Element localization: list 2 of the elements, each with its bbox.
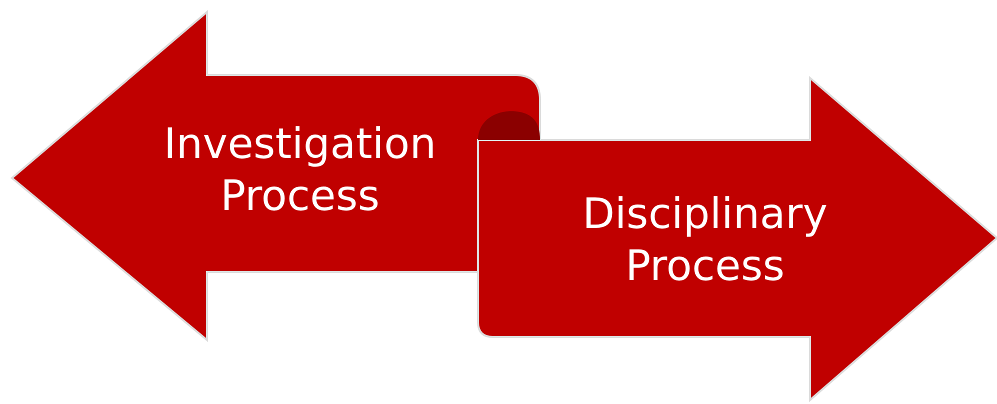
node-label: Investigation Process	[162, 118, 438, 222]
node-label: Disciplinary Process	[581, 188, 829, 292]
